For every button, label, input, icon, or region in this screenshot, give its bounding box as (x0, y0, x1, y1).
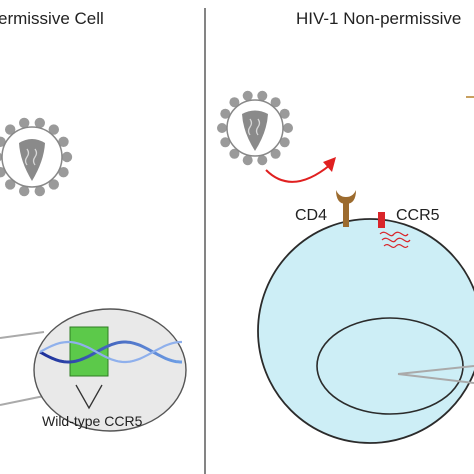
cd4-receptor (336, 190, 356, 227)
envelope-spike (279, 137, 290, 148)
left-panel-title: ermissive Cell (0, 9, 104, 28)
envelope-spike (217, 123, 227, 133)
left-zoom-line-bottom (0, 395, 45, 406)
deflection-arrowhead (323, 157, 336, 172)
left-hiv-virion (0, 117, 73, 197)
gene-callout (75, 384, 103, 410)
left-virion-capsid (19, 139, 45, 181)
envelope-spike (229, 148, 240, 159)
envelope-spike (257, 155, 268, 166)
left-zoom-line-top (0, 331, 45, 339)
dna-double-helix (39, 340, 182, 364)
envelope-spike (34, 185, 45, 197)
cd4-label: CD4 (295, 207, 327, 224)
envelope-spike (34, 117, 45, 129)
ccr5-label: CCR5 (396, 207, 440, 224)
envelope-spike (5, 124, 16, 135)
envelope-spike (242, 155, 253, 166)
deflection-arrow (265, 164, 331, 183)
envelope-spike (242, 90, 253, 101)
envelope-spike (283, 123, 293, 133)
envelope-spike (58, 136, 69, 147)
right-panel-title: HIV-1 Non-permissive (296, 9, 461, 28)
dna-strand (39, 340, 182, 364)
envelope-spike (257, 90, 268, 101)
right-hiv-virion (217, 90, 293, 166)
wild-type-ccr5-label: Wild-type CCR5 (42, 413, 143, 429)
cell-nucleus (316, 317, 464, 415)
envelope-spike (19, 185, 30, 197)
envelope-spike (48, 179, 59, 190)
left-virion-spikes (0, 117, 73, 197)
nucleus-zoom-pointer (397, 365, 474, 375)
envelope-spike (270, 148, 281, 159)
dna-strand (39, 340, 182, 364)
envelope-spike (220, 137, 231, 148)
ccr5-receptor (378, 212, 411, 249)
envelope-spike (48, 124, 59, 135)
envelope-spike (19, 117, 30, 129)
ccr5-gene-box (69, 326, 109, 377)
envelope-spike (229, 97, 240, 108)
right-virion-capsid (242, 110, 268, 151)
envelope-spike (58, 167, 69, 178)
right-virion-spikes (217, 90, 293, 166)
envelope-spike (220, 108, 231, 119)
envelope-spike (5, 179, 16, 190)
envelope-spike (270, 97, 281, 108)
envelope-spike (61, 151, 73, 163)
envelope-spike (279, 108, 290, 119)
